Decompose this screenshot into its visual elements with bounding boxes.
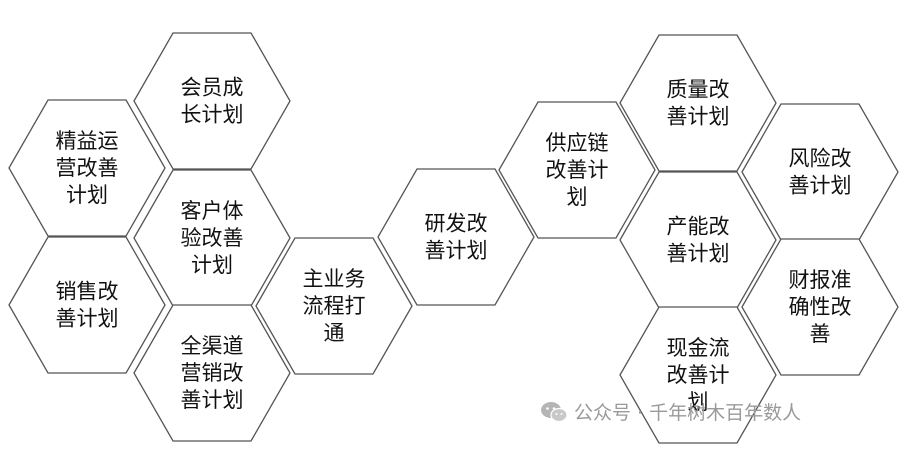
hexagon-label-line: 产能改 (667, 215, 730, 239)
hexagon-label-line: 善计划 (667, 242, 730, 266)
wechat-icon (541, 401, 568, 422)
hexagon-label-line: 质量改 (667, 78, 730, 102)
hexagon-label-line: 改善计 (667, 363, 730, 387)
hexagon-shape (255, 237, 413, 375)
hexagon-label-line: 划 (688, 390, 709, 414)
watermark: 公众号 · 千年树木百年数人 (540, 398, 801, 425)
hexagon-label-line: 现金流 (667, 336, 730, 360)
hexagon-label-line: 改善计 (546, 158, 609, 182)
hexagon-label-line: 通 (324, 321, 345, 345)
hexagon-label-line: 确性改 (789, 295, 852, 319)
hexagon-label-line: 善计划 (56, 307, 119, 331)
hexagon-label-line: 会员成 (181, 76, 244, 100)
hexagon-shape (8, 236, 166, 374)
hexagon-label-line: 划 (567, 185, 588, 209)
hexagon-label-line: 善计划 (425, 239, 488, 263)
hexagon-label-line: 财报准 (789, 268, 852, 292)
hexagon-label-line: 善计划 (181, 388, 244, 412)
hexagon-label-line: 客户体 (181, 199, 244, 223)
hexagon-label-line: 供应链 (546, 131, 609, 155)
hexagon-label-line: 主业务 (303, 267, 366, 291)
hexagon-shape (619, 306, 777, 444)
hexagon-shape (133, 304, 291, 442)
hexagon-label-line: 长计划 (181, 103, 244, 127)
watermark-text: 公众号 · 千年树木百年数人 (574, 402, 802, 424)
hexagon-shape (8, 99, 166, 237)
hexagon-label-line: 善计划 (789, 174, 852, 198)
hexagon-label-line: 营改善 (56, 156, 119, 180)
hexagon-label-line: 计划 (66, 183, 108, 207)
hexagon-label-line: 全渠道 (181, 334, 244, 358)
hexagon-label-line: 善 (810, 322, 831, 346)
hexagon-shape (619, 34, 777, 172)
hexagon-shape (377, 168, 535, 306)
hexagon-label-line: 销售改 (56, 280, 119, 304)
hexagon-label-line: 计划 (191, 253, 233, 277)
hexagon-label-line: 营销改 (181, 361, 244, 385)
hexagon-label-line: 善计划 (667, 105, 730, 129)
hexagon-shape (741, 103, 899, 241)
hexagon-shape (498, 101, 656, 239)
hexagon-shape (133, 32, 291, 170)
hexagon-label-line: 精益运 (56, 129, 119, 153)
hexagon-label-line: 风险改 (789, 147, 852, 171)
hexagon-label-line: 研发改 (425, 212, 488, 236)
hexagon-label-line: 验改善 (181, 226, 244, 250)
hexagon-shape (741, 238, 899, 376)
hexagon-label-line: 流程打 (303, 294, 366, 318)
